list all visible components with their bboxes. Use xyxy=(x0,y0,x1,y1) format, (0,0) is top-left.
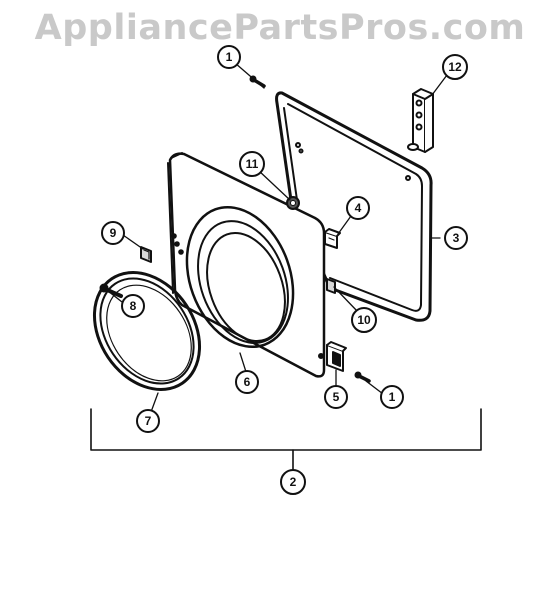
callout-1-top: 1 xyxy=(217,45,241,69)
callout-1-bottom: 1 xyxy=(380,385,404,409)
callout-8: 8 xyxy=(121,294,145,318)
svg-text:11: 11 xyxy=(246,157,259,171)
callout-3: 3 xyxy=(444,226,468,250)
svg-text:12: 12 xyxy=(448,60,462,74)
callout-9: 9 xyxy=(101,221,125,245)
callout-10: 10 xyxy=(351,307,377,333)
part-1-screw-bottom xyxy=(354,371,371,383)
part-7-door-ring xyxy=(92,271,202,391)
svg-text:9: 9 xyxy=(110,226,117,240)
svg-text:8: 8 xyxy=(130,299,137,313)
part-11-bumper xyxy=(286,196,300,210)
svg-text:3: 3 xyxy=(453,231,460,245)
callout-11: 11 xyxy=(239,151,265,177)
assembly-bracket xyxy=(90,408,482,471)
callout-4: 4 xyxy=(346,196,370,220)
part-10-hinge xyxy=(326,278,336,294)
part-12-hinge-bracket xyxy=(407,88,434,153)
svg-text:5: 5 xyxy=(333,390,340,404)
callout-2: 2 xyxy=(280,469,306,495)
part-8-screw xyxy=(99,283,123,298)
svg-text:10: 10 xyxy=(357,313,371,327)
svg-text:1: 1 xyxy=(389,390,396,404)
callout-6: 6 xyxy=(235,370,259,394)
part-3-rear-panel xyxy=(275,91,433,322)
svg-text:6: 6 xyxy=(244,375,251,389)
svg-text:7: 7 xyxy=(145,414,152,428)
svg-text:1: 1 xyxy=(226,50,233,64)
svg-text:4: 4 xyxy=(355,201,362,215)
part-4-hinge-block xyxy=(324,228,341,249)
part-6-front-panel xyxy=(167,152,326,378)
part-5-latch xyxy=(326,341,347,372)
watermark: AppliancePartsPros.com xyxy=(34,8,526,48)
callout-5: 5 xyxy=(324,385,348,409)
callout-12: 12 xyxy=(442,54,468,80)
callout-7: 7 xyxy=(136,409,160,433)
svg-text:2: 2 xyxy=(290,475,297,489)
part-9-clip xyxy=(140,246,152,263)
